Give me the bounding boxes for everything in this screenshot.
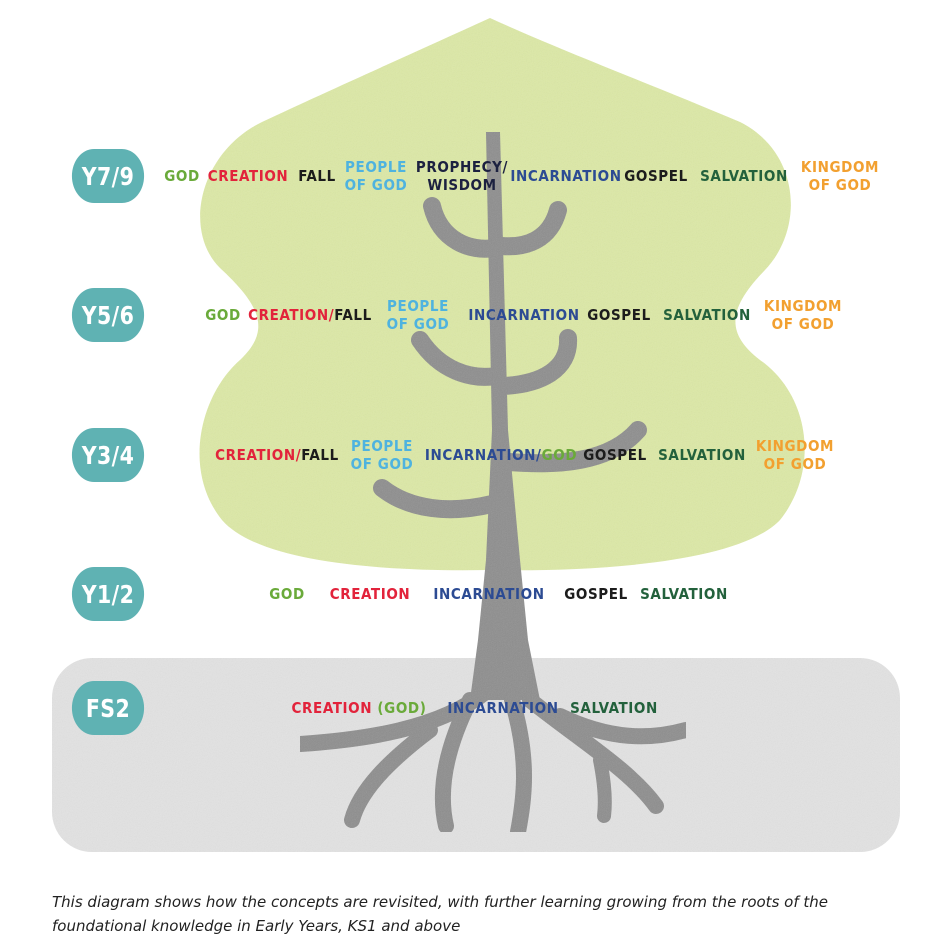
- concept-text: GOSPEL: [564, 585, 628, 603]
- concept-label: GOSPEL: [624, 167, 688, 185]
- concept-text: CREATION: [207, 167, 289, 185]
- concept-text: PEOPLE OF GOD: [350, 437, 414, 473]
- concept-label: SALVATION: [658, 446, 746, 464]
- concept-text: GOD: [541, 446, 578, 464]
- concept-text: CREATION: [329, 585, 411, 603]
- concept-label: INCARNATION: [433, 585, 544, 603]
- concept-label: CREATION: [330, 585, 411, 603]
- concept-text: CREATION: [291, 699, 378, 717]
- diagram-caption: This diagram shows how the concepts are …: [52, 893, 828, 935]
- concept-label: CREATION: [208, 167, 289, 185]
- trunk: [470, 132, 540, 700]
- concept-label: CREATION/FALL: [248, 306, 372, 324]
- concept-label: CREATION/FALL: [215, 446, 339, 464]
- concept-text: FALL: [298, 167, 336, 185]
- concept-label: INCARNATION: [510, 167, 621, 185]
- concept-text: SALVATION: [570, 699, 658, 717]
- level-badge: Y7/9: [71, 149, 145, 203]
- concept-text: PEOPLE OF GOD: [344, 158, 408, 194]
- concept-label: SALVATION: [640, 585, 728, 603]
- concept-label: PEOPLE OF GOD: [351, 437, 414, 473]
- branch-left-top: [423, 197, 503, 258]
- concept-label: PEOPLE OF GOD: [387, 297, 450, 333]
- concept-text: SALVATION: [658, 446, 746, 464]
- concept-text: (GOD): [377, 699, 427, 717]
- level-badge: Y5/6: [71, 288, 145, 342]
- concept-text: CREATION/: [215, 446, 302, 464]
- concept-text: GOD: [205, 306, 241, 324]
- concept-label: CREATION (GOD): [292, 699, 427, 717]
- root-left: [344, 722, 438, 828]
- concept-label: INCARNATION: [447, 699, 558, 717]
- concept-text: KINGDOM OF GOD: [800, 158, 880, 194]
- root-inner-right: [593, 753, 612, 823]
- concept-label: GOSPEL: [587, 306, 651, 324]
- branch-right-top: [493, 201, 567, 256]
- concept-text: INCARNATION: [433, 585, 545, 603]
- level-badge: Y3/4: [71, 428, 145, 482]
- concept-label: GOD: [205, 306, 241, 324]
- concept-text: SALVATION: [700, 167, 788, 185]
- tree-trunk-and-branches: [292, 132, 694, 840]
- concept-label: PEOPLE OF GOD: [345, 158, 408, 194]
- concept-text: KINGDOM OF GOD: [755, 437, 835, 473]
- concept-label: GOD: [164, 167, 200, 185]
- concept-text: GOSPEL: [624, 167, 688, 185]
- concept-text: KINGDOM OF GOD: [763, 297, 843, 333]
- concept-text: FALL: [301, 446, 339, 464]
- branch-left-low: [373, 479, 501, 519]
- root-far-right: [552, 708, 694, 745]
- concept-text: INCARNATION: [468, 306, 580, 324]
- concept-label: INCARNATION/GOD: [425, 446, 577, 464]
- concept-text: PROPHECY/ WISDOM: [415, 158, 509, 194]
- concept-label: KINGDOM OF GOD: [764, 297, 842, 333]
- level-badge: Y1/2: [71, 567, 145, 621]
- concept-text: CREATION/: [248, 306, 335, 324]
- concept-text: SALVATION: [663, 306, 751, 324]
- concept-text: PEOPLE OF GOD: [386, 297, 450, 333]
- concept-label: GOSPEL: [564, 585, 628, 603]
- branch-right-mid: [495, 329, 578, 395]
- concept-text: INCARNATION/: [424, 446, 542, 464]
- concept-text: INCARNATION: [447, 699, 559, 717]
- concept-label: GOSPEL: [583, 446, 647, 464]
- concept-label: FALL: [298, 167, 336, 185]
- root-center: [504, 692, 532, 840]
- concept-label: SALVATION: [570, 699, 658, 717]
- concept-text: FALL: [334, 306, 372, 324]
- concept-text: GOD: [269, 585, 305, 603]
- concept-text: GOSPEL: [587, 306, 651, 324]
- branch-right-low: [499, 421, 647, 473]
- concept-label: GOD: [269, 585, 305, 603]
- concept-text: GOD: [164, 167, 200, 185]
- concept-label: KINGDOM OF GOD: [801, 158, 879, 194]
- ground-band: [52, 658, 900, 852]
- concept-label: SALVATION: [663, 306, 751, 324]
- branch-left-mid: [411, 331, 505, 386]
- concept-text: GOSPEL: [583, 446, 647, 464]
- level-badge: FS2: [71, 681, 145, 735]
- concept-label: SALVATION: [700, 167, 788, 185]
- concept-label: PROPHECY/ WISDOM: [416, 158, 508, 194]
- concept-label: INCARNATION: [468, 306, 579, 324]
- concept-text: SALVATION: [640, 585, 728, 603]
- root-center-left: [434, 692, 478, 834]
- concept-label: KINGDOM OF GOD: [756, 437, 834, 473]
- concept-text: INCARNATION: [510, 167, 622, 185]
